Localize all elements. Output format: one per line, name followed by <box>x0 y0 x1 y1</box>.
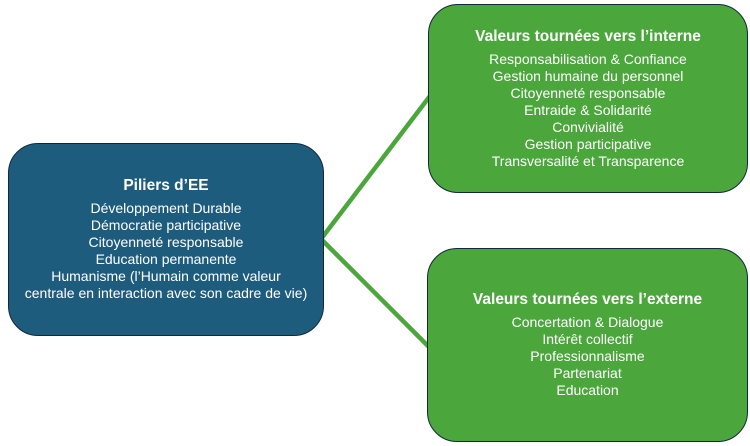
external-values-box: Valeurs tournées vers l’externe Concerta… <box>427 248 748 442</box>
list-item: Gestion participative <box>524 135 652 152</box>
list-item: Convivialité <box>552 118 624 135</box>
list-item: Citoyenneté responsable <box>88 234 244 250</box>
internal-values-box: Valeurs tournées vers l’interne Responsa… <box>428 4 748 193</box>
list-item: Professionnalisme <box>530 348 645 364</box>
list-item: Développement Durable <box>90 200 242 216</box>
list-item: Démocratie participative <box>90 217 242 233</box>
list-item: Citoyenneté responsable <box>510 84 666 101</box>
list-item: Gestion humaine du personnel <box>492 67 684 84</box>
list-item: Concertation & Dialogue <box>511 314 664 330</box>
list-item: Responsabilisation & Confiance <box>489 50 687 67</box>
list-item: Humanisme (l’Humain comme valeur central… <box>24 268 308 301</box>
list-item: Partenariat <box>553 365 622 381</box>
pillars-box: Piliers d’EE Développement Durable Démoc… <box>8 143 324 336</box>
list-item: Education permanente <box>95 251 237 267</box>
external-values-box-title: Valeurs tournées vers l’externe <box>472 291 703 308</box>
list-item: Intérêt collectif <box>542 331 633 347</box>
internal-values-box-title: Valeurs tournées vers l’interne <box>475 27 701 45</box>
list-item: Transversalité et Transparence <box>491 152 685 169</box>
list-item: Education <box>556 382 619 398</box>
list-item: Entraide & Solidarité <box>524 101 652 118</box>
connector-line-to-external <box>318 236 436 354</box>
pillars-box-title: Piliers d’EE <box>123 177 209 194</box>
connector-line-to-internal <box>318 89 436 242</box>
